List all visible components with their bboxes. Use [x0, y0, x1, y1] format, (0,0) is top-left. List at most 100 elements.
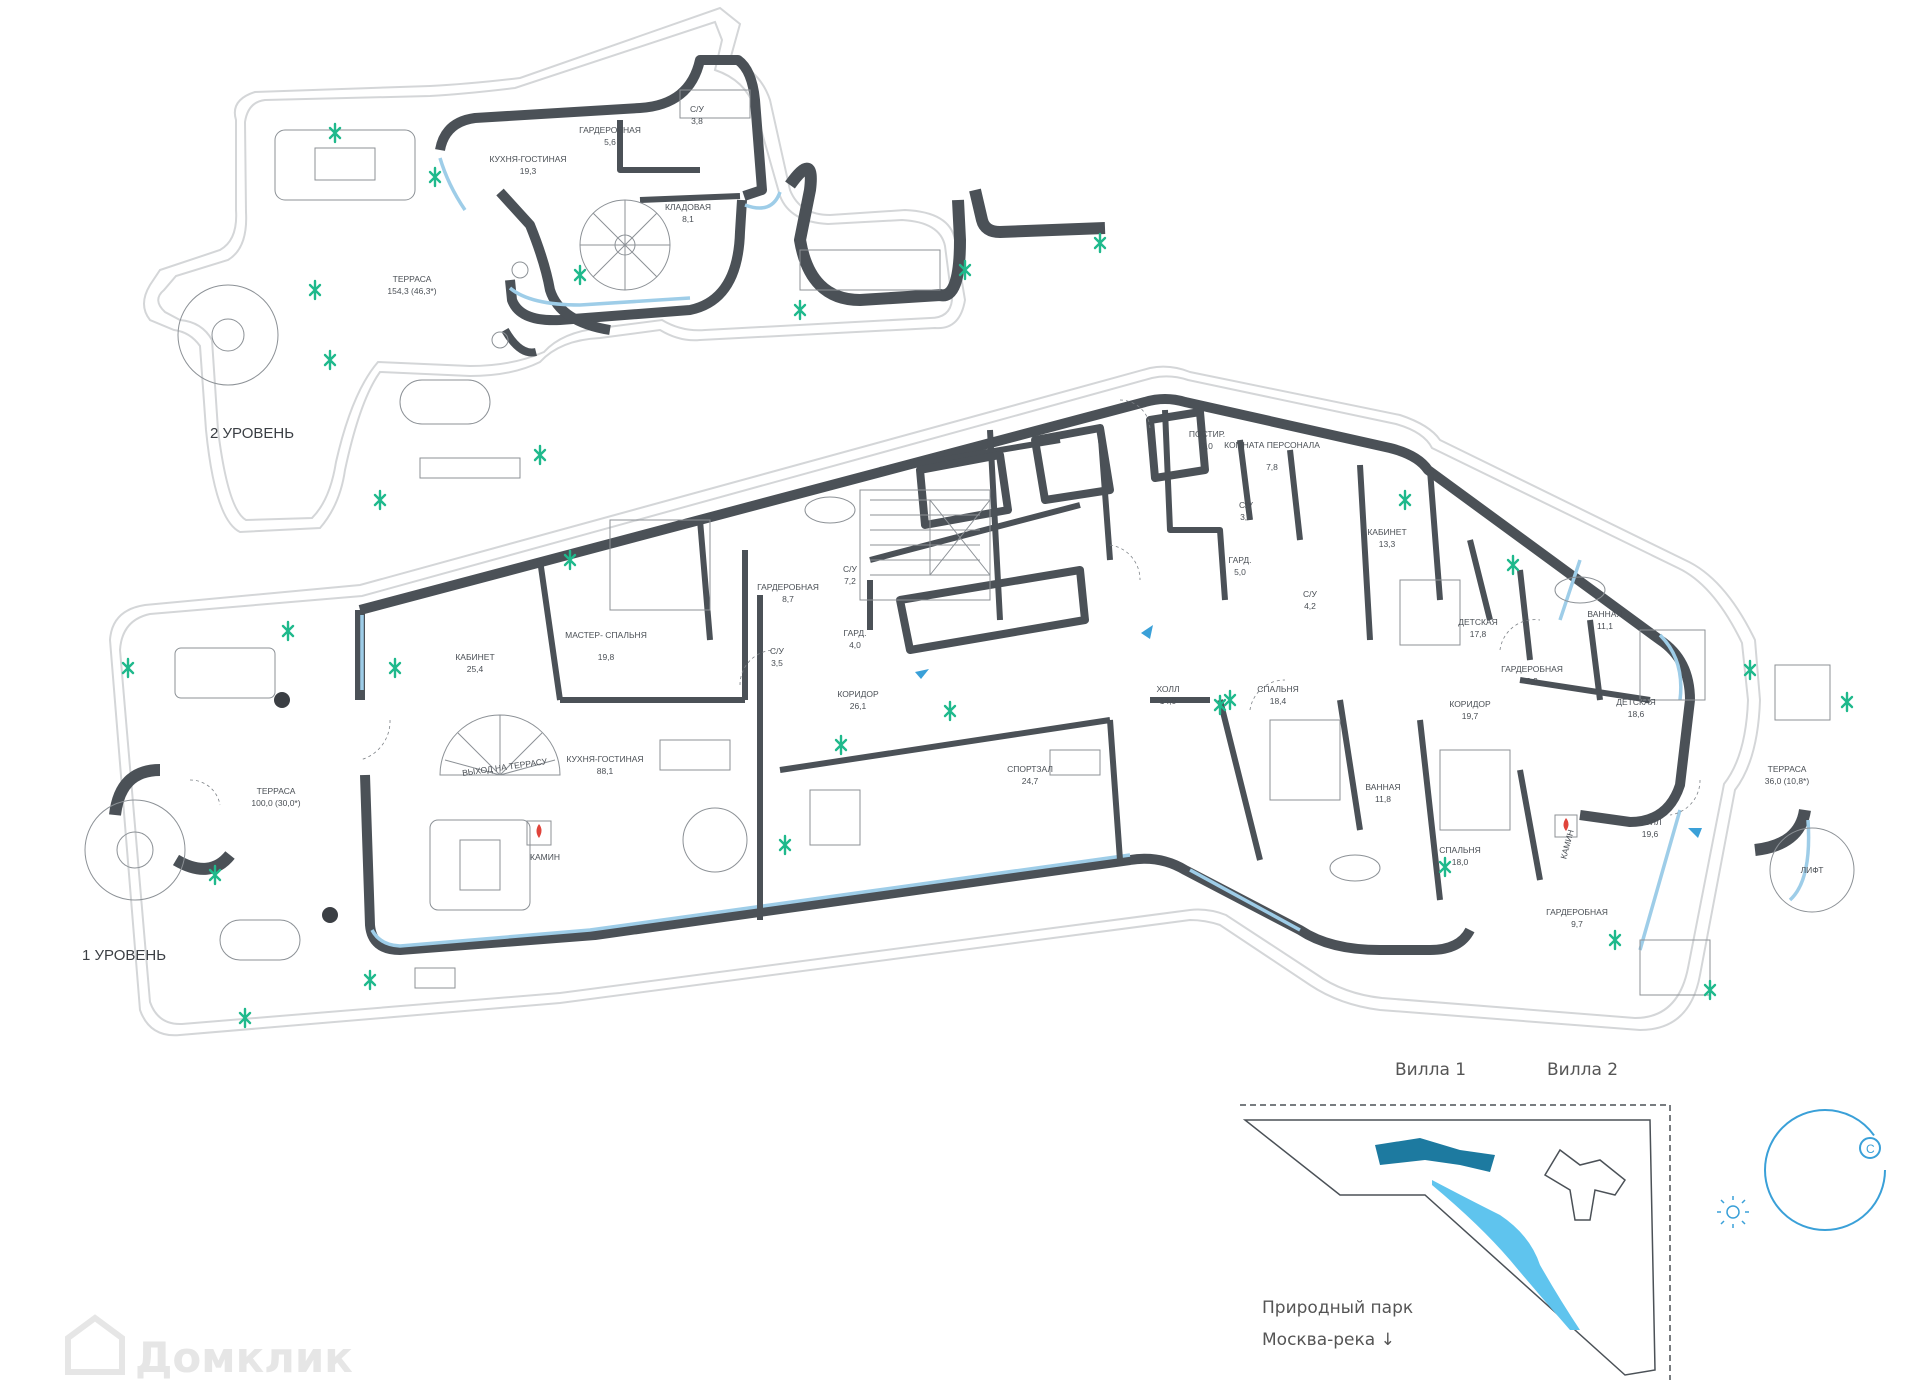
room-area: 24,7 — [1022, 776, 1039, 786]
room-area: 19,6 — [1642, 829, 1659, 839]
master-bed — [609, 519, 711, 611]
room-area: 88,1 — [597, 766, 614, 776]
entrance-arrow-icon — [915, 669, 929, 679]
room-area: 8,1 — [682, 214, 694, 224]
bathtub — [1554, 576, 1606, 604]
bed — [1639, 629, 1706, 701]
room-area: 5,6 — [604, 137, 616, 147]
room-label: С/У — [690, 104, 705, 114]
room-area: 4,2 — [1304, 601, 1316, 611]
elevator-shaft — [929, 499, 991, 576]
room-area: 11,1 — [1597, 621, 1613, 631]
kitchen-island — [659, 739, 731, 771]
building-footprint — [1543, 1148, 1627, 1221]
room-label: ПОСТИР. — [1189, 429, 1225, 439]
room-label: ГАРДЕРОБНАЯ — [1501, 664, 1563, 674]
fireplace-label: КАМИН — [1558, 828, 1575, 860]
room-label: ТЕРРАСА — [1768, 764, 1807, 774]
room-label: ХОЛЛ — [1156, 684, 1179, 694]
room-label: ХОЛЛ — [1638, 817, 1661, 827]
room-area: 14,0 — [1160, 696, 1177, 706]
villa-2-label: Вилла 2 — [1547, 1060, 1618, 1080]
room-label: ТЕРРАСА — [257, 786, 296, 796]
room-label: МАСТЕР- СПАЛЬНЯ — [565, 630, 647, 640]
plant-icon — [308, 122, 1107, 511]
compass-icon — [1764, 1109, 1886, 1231]
room-label: ГАРДЕРОБНАЯ — [1546, 907, 1608, 917]
room-area: 8,7 — [782, 594, 794, 604]
room-area: 7,0 — [1201, 441, 1213, 451]
bed — [1439, 749, 1511, 831]
north-label: С — [1866, 1142, 1875, 1156]
flame-icon — [536, 824, 542, 838]
room-area: 19,3 — [520, 166, 537, 176]
bathtub — [1329, 854, 1381, 882]
room-label: КУХНЯ-ГОСТИНАЯ — [566, 754, 643, 764]
level-2-plan: КУХНЯ-ГОСТИНАЯ 19,3 ГАРДЕРОБНАЯ 5,6 С/У … — [143, 6, 1107, 534]
room-area: 19,8 — [598, 652, 615, 662]
watermark-text: Домклик — [135, 1333, 353, 1382]
bathtub — [804, 496, 856, 524]
sun-icon — [1717, 1196, 1749, 1228]
room-area: 18,6 — [1628, 709, 1645, 719]
room-area: 11,8 — [1375, 794, 1391, 804]
room-label: ВАННАЯ — [1587, 609, 1622, 619]
bed — [1399, 579, 1461, 646]
dining-table — [399, 379, 491, 425]
bed — [1269, 719, 1341, 801]
entrance-arrow-icon — [1141, 625, 1153, 639]
room-label: ГАРД. — [844, 628, 867, 638]
room-area: 4,0 — [849, 640, 861, 650]
room-label: ГАРДЕРОБНАЯ — [757, 582, 819, 592]
room-label: ДЕТСКАЯ — [1458, 617, 1498, 627]
entrance-arrow-icon — [1688, 828, 1702, 838]
round-seating — [177, 284, 279, 386]
room-label: КУХНЯ-ГОСТИНАЯ — [489, 154, 566, 164]
room-area: 36,0 (10,8*) — [1765, 776, 1810, 786]
dining-table — [682, 807, 748, 873]
river-label: Москва-река ↓ — [1262, 1330, 1395, 1350]
room-label: С/У — [843, 564, 858, 574]
gym-equipment — [809, 789, 861, 846]
room-area: 18,4 — [1270, 696, 1287, 706]
plant-icon — [121, 489, 1854, 1029]
room-label: КОРИДОР — [1449, 699, 1491, 709]
fireplace-label: КАМИН — [530, 852, 560, 862]
room-area: 5,0 — [1234, 567, 1246, 577]
room-label: КАБИНЕТ — [455, 652, 494, 662]
room-label: ВАННАЯ — [1365, 782, 1400, 792]
room-area: 7,8 — [1266, 462, 1278, 472]
room-label: ТЕРРАСА — [393, 274, 432, 284]
site-map-legend: Вилла 1 Вилла 2 Природный парк Москва-ре… — [1240, 1060, 1886, 1380]
room-label: СПОРТЗАЛ — [1007, 764, 1053, 774]
room-label: КОРИДОР — [837, 689, 879, 699]
room-label: ГАРДЕРОБНАЯ — [579, 125, 641, 135]
room-label: КЛАДОВАЯ — [665, 202, 711, 212]
room-label: С/У — [770, 646, 785, 656]
room-label: С/У — [1303, 589, 1318, 599]
flame-icon — [1563, 818, 1569, 831]
fireplace — [1554, 814, 1578, 838]
room-label: СПАЛЬНЯ — [1257, 684, 1299, 694]
room-area: 26,1 — [850, 701, 867, 711]
level-2-label: 2 УРОВЕНЬ — [210, 425, 294, 442]
fireplace — [526, 820, 552, 846]
room-area: 100,0 (30,0*) — [251, 798, 300, 808]
room-area: 18,0 — [1452, 857, 1469, 867]
room-area: 13,3 — [1379, 539, 1396, 549]
level-1-label: 1 УРОВЕНЬ — [82, 947, 166, 964]
lift-shaft — [1769, 827, 1855, 913]
room-area: 8,9 — [1526, 676, 1538, 686]
room-label: ГАРД. — [1229, 555, 1252, 565]
river-shape — [1432, 1180, 1580, 1330]
room-area: 17,8 — [1470, 629, 1487, 639]
room-area: 25,4 — [467, 664, 484, 674]
room-label: КОМНАТА ПЕРСОНАЛА — [1224, 440, 1320, 450]
watermark: Домклик — [65, 1314, 353, 1382]
sofa-group — [274, 129, 416, 201]
villa-1-label: Вилла 1 — [1395, 1060, 1466, 1080]
sofa-group — [429, 819, 531, 911]
villa-footprint — [1375, 1138, 1495, 1172]
room-area: 3,8 — [691, 116, 703, 126]
